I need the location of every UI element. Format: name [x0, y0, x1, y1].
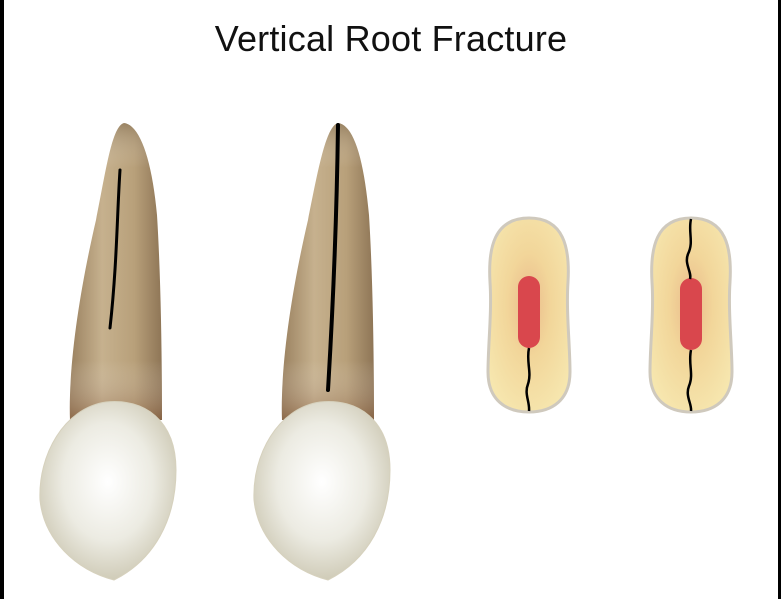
- tooth-complete-fracture: [254, 123, 390, 580]
- diagram-panel: Vertical Root Fracture: [4, 0, 778, 599]
- diagram-illustrations: [4, 0, 778, 599]
- pulp-canal: [518, 276, 540, 348]
- root-cross-section-both-sides: [650, 218, 732, 412]
- tooth-partial-fracture: [40, 123, 176, 580]
- pulp-canal: [680, 278, 702, 350]
- root-cross-section-one-side: [488, 218, 570, 412]
